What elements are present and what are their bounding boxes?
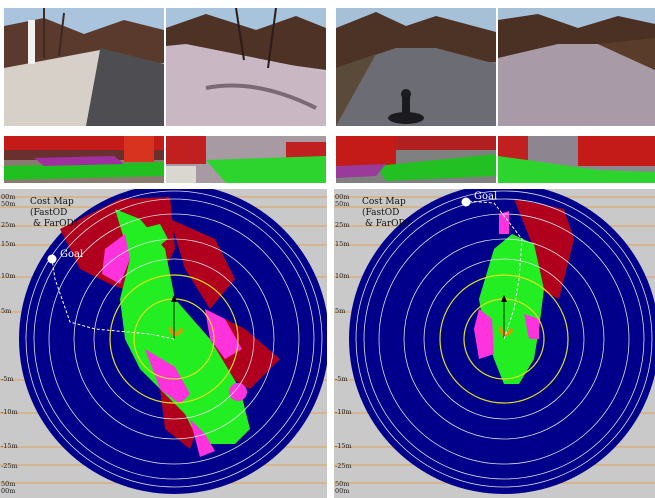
left-dist-m10: -10m (1, 408, 18, 416)
right-panel: Cost Map (FastOD & FarOD) Goal 00m 50m 2… (334, 0, 655, 498)
left-panel: Cost Map (FastOD & FarOD) Goal 00m 50m 2… (0, 0, 327, 498)
right-map-title-line1: Cost Map (362, 197, 406, 207)
right-traversable-region (479, 234, 544, 384)
left-map-title-line2: (FastOD (30, 208, 68, 218)
left-dist-m25: -25m (1, 462, 18, 470)
left-dist-00b: 00m (1, 487, 16, 495)
left-map-title-line1: Cost Map (30, 197, 74, 207)
right-dist-m10: -10m (335, 408, 352, 416)
left-dist-15: 15m (1, 240, 16, 248)
left-dist-10: 10m (1, 272, 16, 280)
left-map-title-line3: & FarOD) (33, 219, 78, 229)
left-camera-image-2 (166, 8, 326, 126)
left-dist-m15: -15m (1, 442, 18, 450)
right-dist-00a: 00m (335, 193, 350, 201)
right-planned-path (465, 200, 523, 340)
left-yellow-ring-outer (109, 274, 239, 404)
right-dist-m25: -25m (335, 462, 352, 470)
left-cost-map (0, 189, 327, 498)
left-range-rings (25, 190, 323, 488)
right-dist-00b: 00m (335, 487, 350, 495)
right-magenta-points (474, 211, 539, 359)
left-dist-5: 5m (1, 307, 12, 315)
right-cost-map (334, 189, 655, 498)
right-dist-m5: -5m (335, 375, 348, 383)
left-robot-marker (168, 326, 184, 336)
left-goal-label: Goal (60, 249, 84, 260)
left-dist-50a: 50m (1, 200, 16, 208)
right-dist-25: 25m (335, 221, 350, 229)
right-dist-m50: 50m (335, 480, 350, 488)
right-dist-50a: 50m (335, 200, 350, 208)
right-label-strip-2 (498, 136, 655, 183)
right-map-title-line2: (FastOD (362, 208, 400, 218)
right-range-rings (355, 190, 653, 488)
right-robot-marker (498, 326, 514, 336)
right-camera-image-1 (336, 8, 496, 126)
right-goal-label: Goal (474, 191, 498, 202)
left-dist-m50: 50m (1, 480, 16, 488)
right-dist-m15: -15m (335, 442, 352, 450)
right-map-title-line3: & FarOD) (365, 219, 410, 229)
left-planned-path (51, 258, 175, 340)
right-obstacle-region (514, 199, 574, 299)
left-dist-m5: -5m (1, 375, 14, 383)
left-goal-marker (47, 254, 57, 264)
left-camera-image-1 (4, 8, 164, 126)
right-yellow-ring-outer (439, 274, 569, 404)
left-label-strip-2 (166, 136, 326, 183)
left-magenta-points (102, 234, 247, 457)
right-camera-image-2 (498, 8, 655, 126)
left-label-strip-1 (4, 136, 164, 183)
right-goal-marker (461, 197, 471, 207)
left-dist-00a: 00m (1, 193, 16, 201)
right-dist-10: 10m (335, 272, 350, 280)
left-dist-25: 25m (1, 221, 16, 229)
right-dist-15: 15m (335, 240, 350, 248)
right-label-strip-1 (336, 136, 496, 183)
right-dist-5: 5m (335, 307, 346, 315)
left-traversable-region (115, 209, 250, 444)
